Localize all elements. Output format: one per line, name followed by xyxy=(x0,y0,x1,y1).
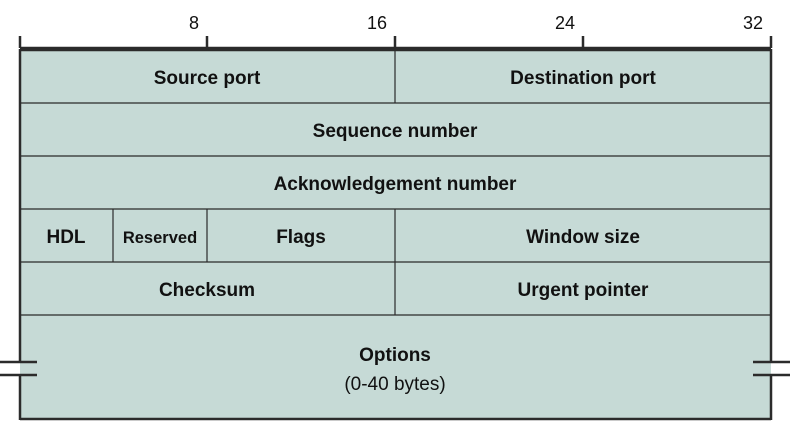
field-source-port: Source port xyxy=(154,68,261,89)
ruler-label-8: 8 xyxy=(189,13,199,33)
ruler-label-32: 32 xyxy=(743,13,763,33)
field-options-size: (0-40 bytes) xyxy=(344,374,445,395)
bit-ruler: 8 16 24 32 xyxy=(18,13,773,50)
field-reserved: Reserved xyxy=(123,229,197,247)
field-flags: Flags xyxy=(276,227,326,248)
right-break-mark xyxy=(753,360,790,377)
field-urgent-pointer: Urgent pointer xyxy=(518,280,649,301)
outer-border xyxy=(18,48,773,421)
field-acknowledgement-number: Acknowledgement number xyxy=(274,174,517,195)
left-break-mark xyxy=(0,360,37,377)
field-window-size: Window size xyxy=(526,227,640,248)
field-sequence-number: Sequence number xyxy=(313,121,478,142)
field-options: Options xyxy=(359,345,431,366)
field-destination-port: Destination port xyxy=(510,68,656,89)
field-hdl: HDL xyxy=(46,227,85,248)
field-dividers xyxy=(112,50,396,315)
ruler-label-24: 24 xyxy=(555,13,575,33)
field-checksum: Checksum xyxy=(159,280,255,301)
ruler-label-16: 16 xyxy=(367,13,387,33)
